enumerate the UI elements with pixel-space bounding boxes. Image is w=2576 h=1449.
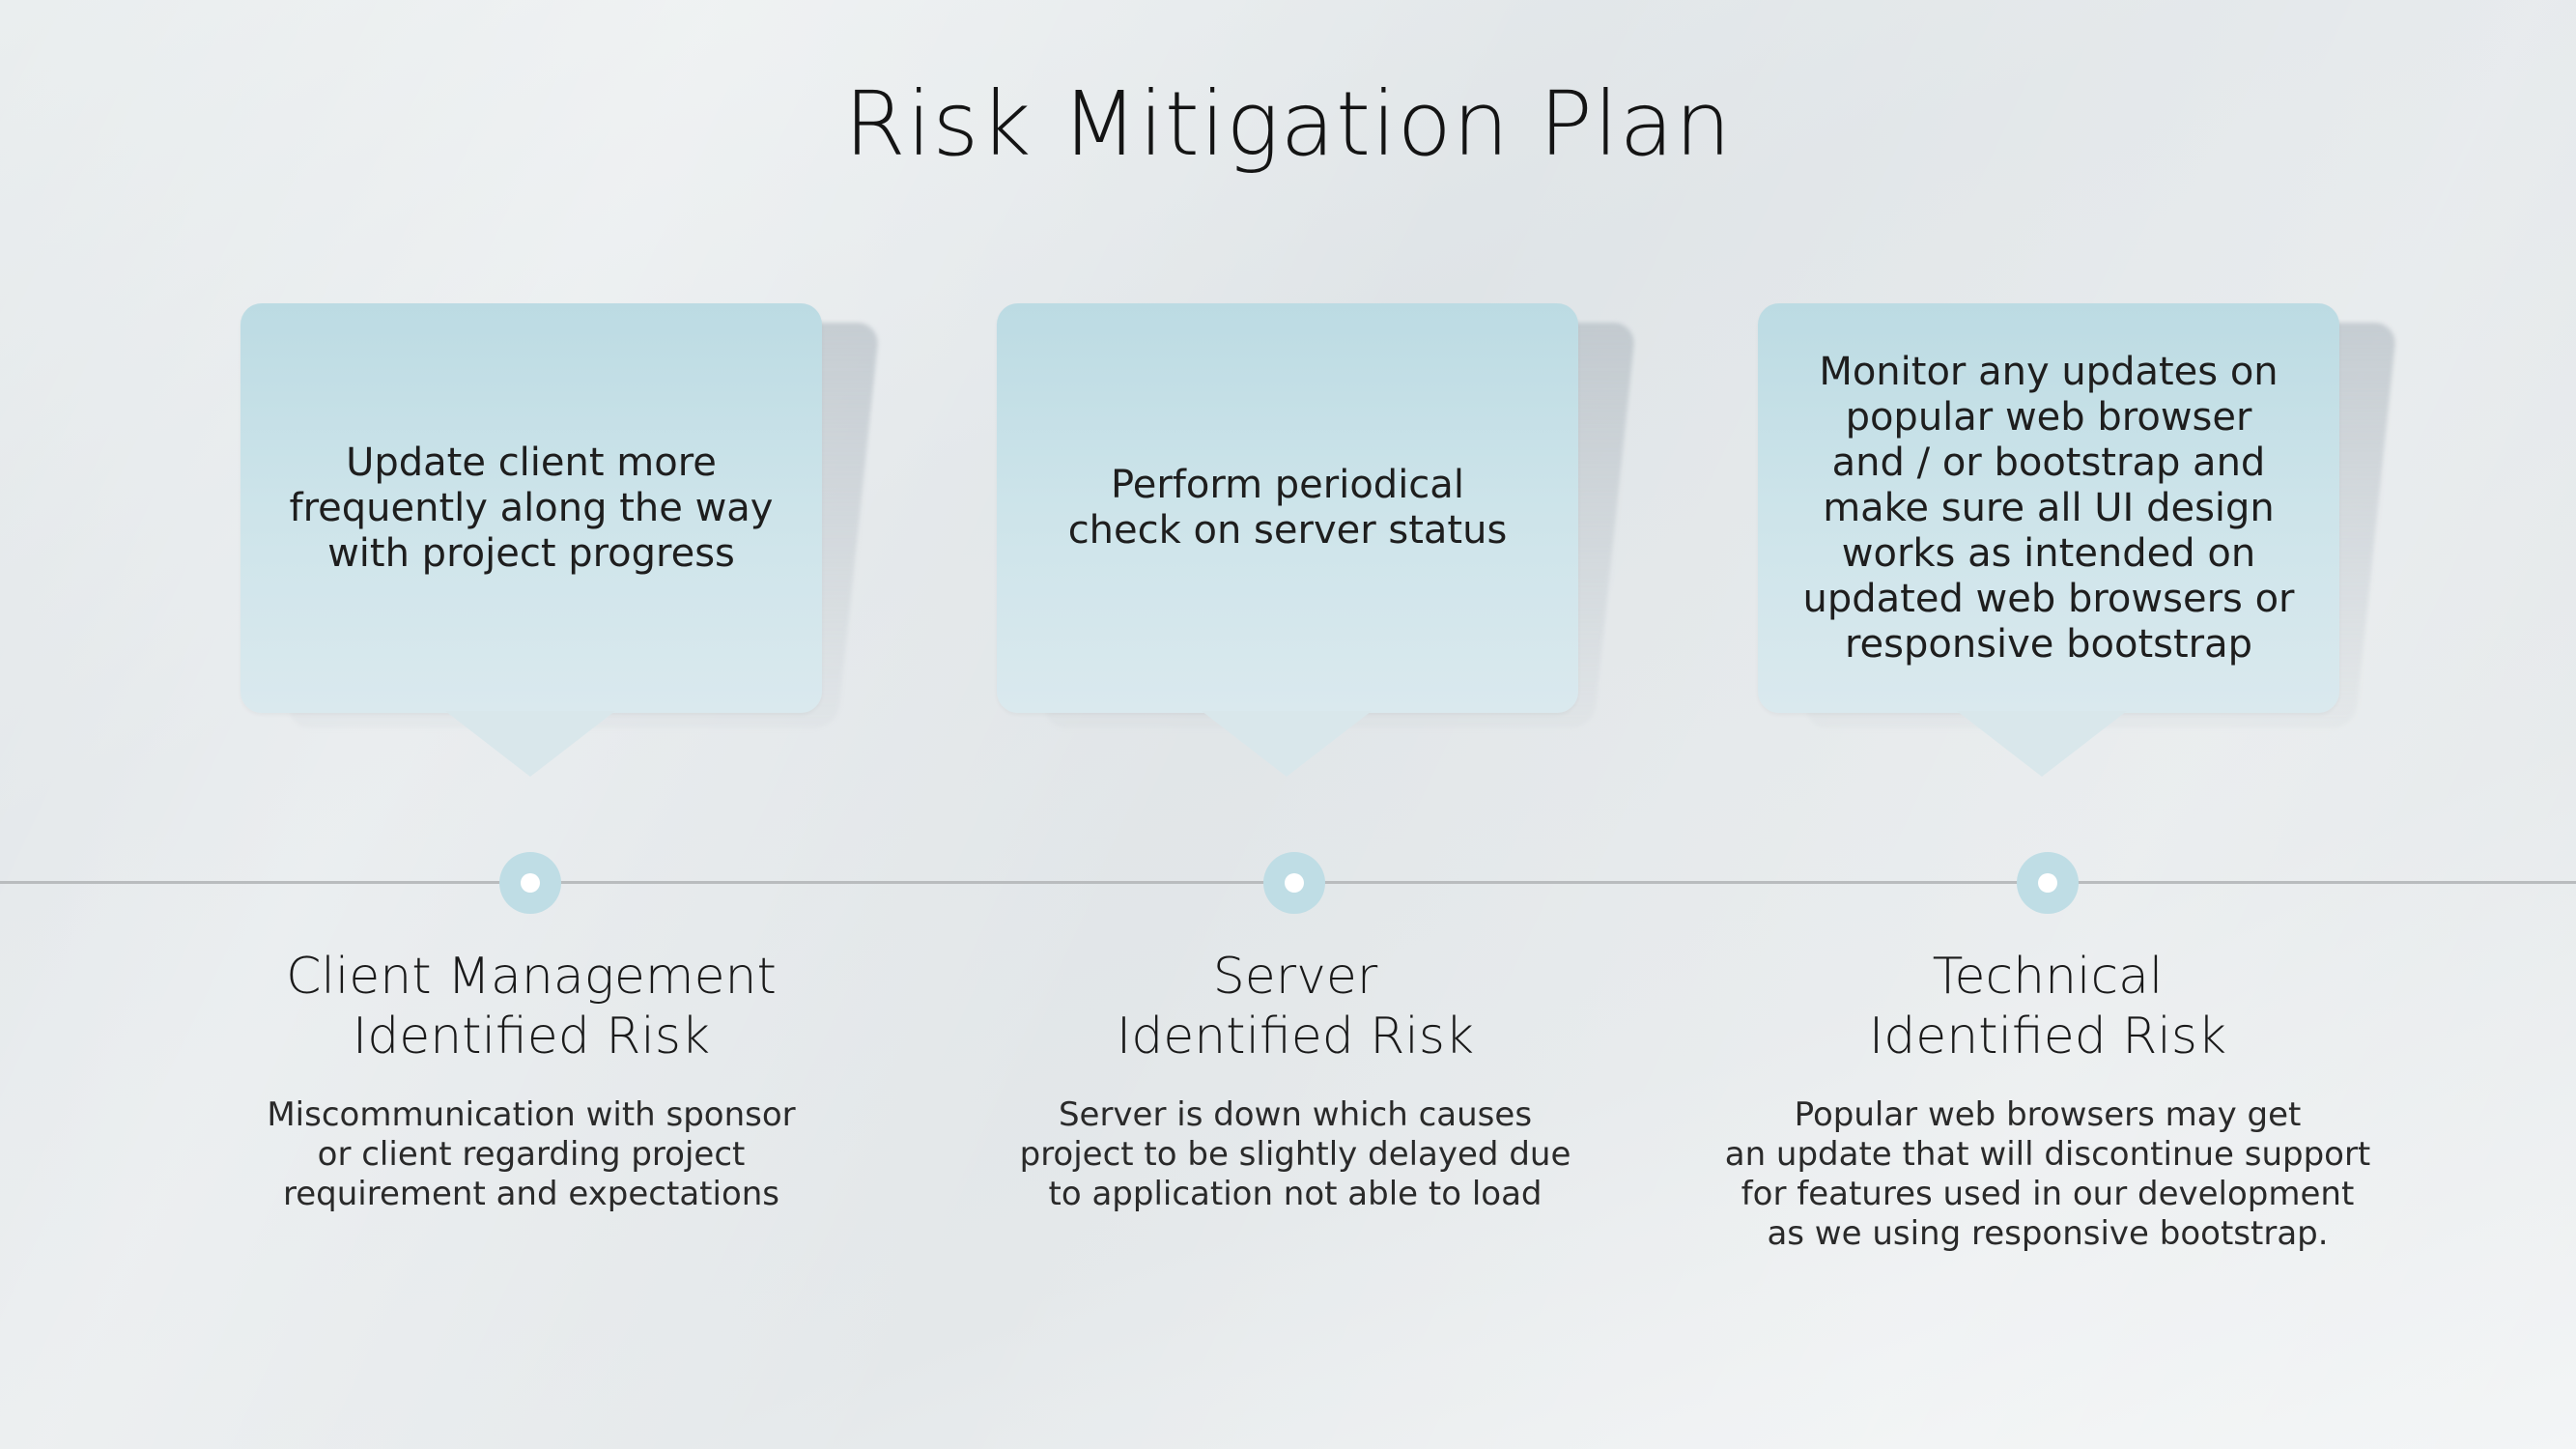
risk-heading: Client Management Identified Risk [286,948,777,1065]
callout-pointer [445,711,615,777]
risk-block-technical: Technical Identified Risk Popular web br… [1710,947,2386,1254]
mitigation-callout-technical: Monitor any updates on popular web brows… [1758,303,2398,777]
risk-description: Popular web browsers may get an update t… [1724,1095,2371,1253]
risk-block-server: Server Identified Risk Server is down wh… [957,947,1633,1214]
risk-heading: Server Identified Risk [1116,948,1475,1065]
callout-box: Perform periodical check on server statu… [997,303,1578,713]
risk-description: Server is down which causes project to b… [1019,1095,1571,1213]
mitigation-text: Update client more frequently along the … [289,440,774,576]
risk-block-client: Client Management Identified Risk Miscom… [193,947,869,1214]
risk-description: Miscommunication with sponsor or client … [267,1095,796,1213]
mitigation-text: Perform periodical check on server statu… [1067,463,1508,553]
slide-title: Risk Mitigation Plan [843,72,1733,176]
callout-box: Update client more frequently along the … [241,303,822,713]
mitigation-text: Monitor any updates on popular web brows… [1802,349,2295,667]
callout-pointer [1202,711,1372,777]
callout-box: Monitor any updates on popular web brows… [1758,303,2339,713]
timeline-marker-client [499,852,561,914]
risk-heading: Technical Identified Risk [1868,948,2227,1065]
timeline-marker-server [1263,852,1325,914]
mitigation-callout-client: Update client more frequently along the … [241,303,881,777]
mitigation-callout-server: Perform periodical check on server statu… [997,303,1637,777]
timeline-marker-technical [2017,852,2079,914]
callout-pointer [1957,711,2127,777]
